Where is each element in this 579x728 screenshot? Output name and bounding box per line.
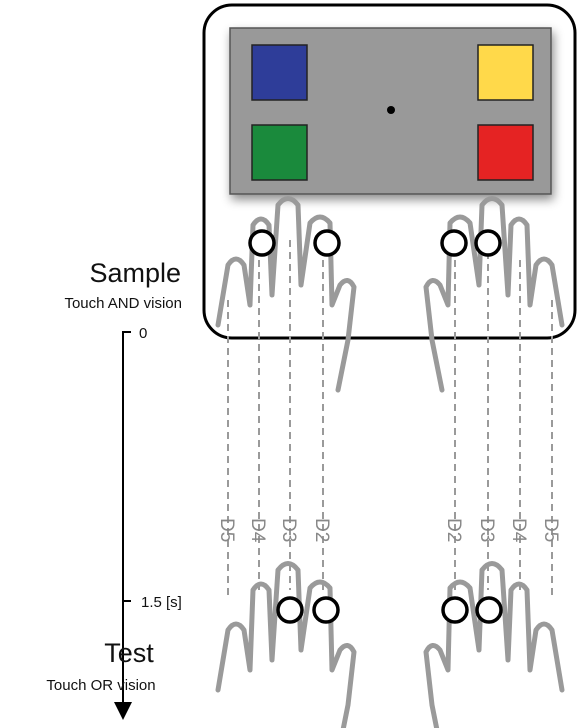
yellow-square <box>478 45 533 100</box>
digit-label-left-d2: D2 <box>311 518 332 542</box>
test-contact-points <box>278 598 501 622</box>
digit-label-right-d3: D3 <box>476 518 497 542</box>
green-square <box>252 125 307 180</box>
red-square <box>478 125 533 180</box>
timeline-start-label: 0 <box>139 325 147 342</box>
digit-label-right-d4: D4 <box>508 518 529 543</box>
test-subtitle: Touch OR vision <box>46 677 155 694</box>
test-title: Test <box>104 638 154 668</box>
digit-label-left-d5: D5 <box>216 518 237 542</box>
sample-title: Sample <box>89 258 181 288</box>
digit-label-left-d4: D4 <box>247 518 268 543</box>
fixation-point <box>387 106 395 114</box>
digit-label-right-d5: D5 <box>540 518 561 542</box>
test-left-hand <box>218 564 354 728</box>
digit-labels-right: D2 D3 D4 D5 <box>443 518 561 543</box>
test-right-hand <box>426 564 562 728</box>
digit-label-left-d3: D3 <box>278 518 299 542</box>
sample-subtitle: Touch AND vision <box>64 295 182 312</box>
digit-labels-left: D5 D4 D3 D2 <box>216 518 332 543</box>
digit-label-right-d2: D2 <box>443 518 464 542</box>
timeline-end-label: 1.5 [s] <box>141 594 182 611</box>
blue-square <box>252 45 307 100</box>
